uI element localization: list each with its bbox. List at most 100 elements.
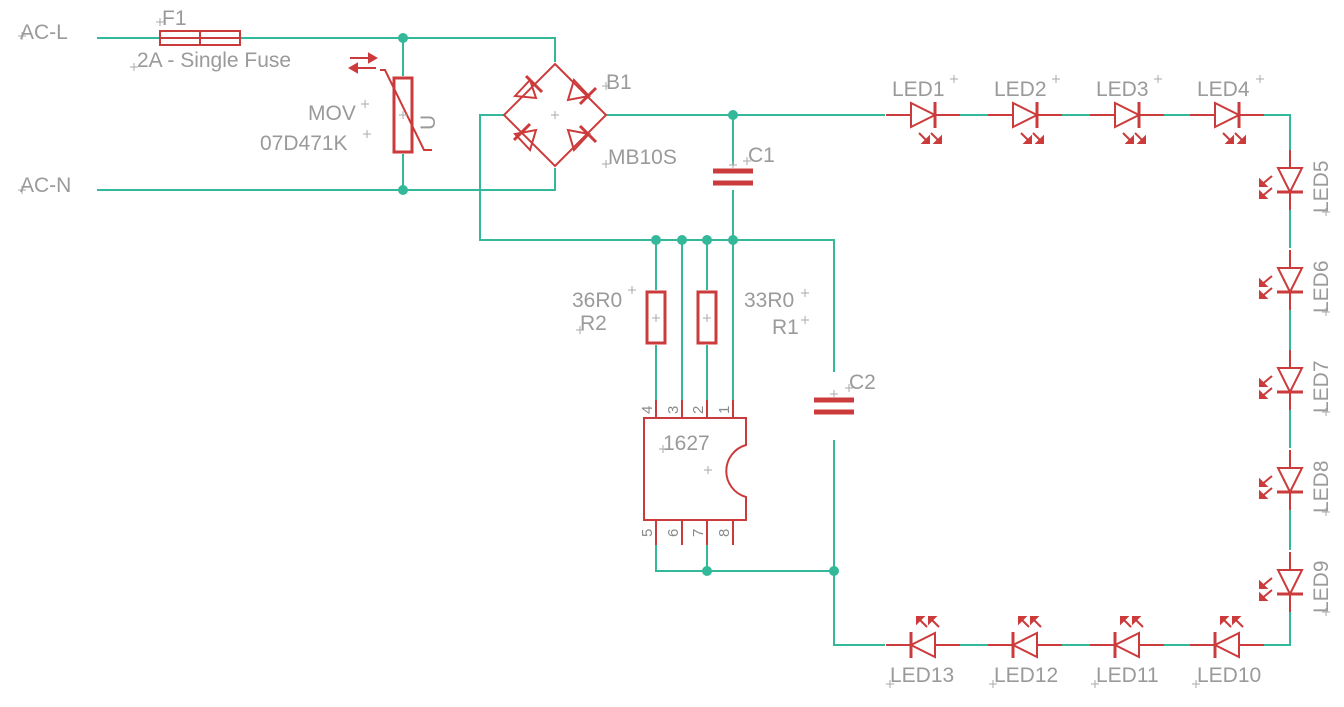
varistor-slash bbox=[380, 69, 432, 151]
led-3 bbox=[1088, 100, 1166, 145]
led-label: LED11 bbox=[1096, 664, 1159, 687]
led-1 bbox=[884, 100, 962, 145]
ic-pin-number: 6 bbox=[665, 529, 682, 537]
junction-dot bbox=[677, 235, 687, 245]
led-label: LED5 bbox=[1310, 160, 1333, 213]
ic-pin-number: 7 bbox=[690, 529, 707, 537]
ic-1627: 4 3 2 1 5 6 7 8 1627 bbox=[639, 400, 747, 545]
diode-bar bbox=[524, 74, 544, 94]
wires bbox=[97, 37, 1291, 646]
mov-value: 07D471K bbox=[260, 132, 348, 155]
bridge-diode bbox=[566, 124, 598, 152]
junction-dot bbox=[398, 185, 408, 195]
bridge-diode bbox=[512, 122, 538, 152]
wire-led4-led5 bbox=[1264, 114, 1291, 152]
net-label-ac-n-text: AC-N bbox=[20, 174, 71, 197]
c1-name: C1 bbox=[748, 144, 775, 167]
ic-pin-number: 1 bbox=[716, 406, 733, 414]
junction-dot bbox=[702, 566, 712, 576]
capacitor-c2: C2 bbox=[814, 371, 876, 415]
ic-name: 1627 bbox=[663, 432, 710, 455]
led-11 bbox=[1088, 615, 1166, 660]
resistor-body bbox=[696, 290, 718, 345]
fuse-f1: F1 2A - Single Fuse bbox=[130, 7, 291, 72]
resistor-r1: 33R0 R1 bbox=[696, 289, 809, 345]
junction-dot bbox=[398, 33, 408, 43]
diode-triangle bbox=[513, 128, 538, 152]
wire-ac-n-to-bridge bbox=[97, 168, 556, 191]
c2-name: C2 bbox=[849, 371, 876, 394]
junction-dot bbox=[702, 235, 712, 245]
wire-bridge-minus-bus bbox=[479, 114, 835, 372]
net-label-ac-l: AC-L bbox=[18, 21, 68, 44]
resistor-body bbox=[645, 290, 667, 345]
diode-bar bbox=[578, 86, 598, 106]
led-label: LED12 bbox=[994, 664, 1058, 687]
led-6 bbox=[1258, 248, 1305, 312]
ic-pin-number: 8 bbox=[716, 529, 733, 537]
capacitor-c1: C1 bbox=[713, 144, 775, 186]
bridge-name: B1 bbox=[606, 71, 632, 94]
junction-dot bbox=[651, 235, 661, 245]
net-label-ac-n: AC-N bbox=[18, 174, 71, 197]
led-10 bbox=[1188, 615, 1266, 660]
bridge-rectifier-b1: B1 MB10S bbox=[502, 62, 677, 169]
ic-pin-number: 3 bbox=[665, 406, 682, 414]
led-label: LED8 bbox=[1310, 460, 1333, 513]
led-5 bbox=[1258, 148, 1305, 212]
led-label: LED4 bbox=[1197, 78, 1250, 101]
fuse-name: F1 bbox=[162, 7, 187, 30]
led-label: LED3 bbox=[1096, 78, 1149, 101]
varistor-mov: U MOV 07D471K bbox=[260, 69, 440, 155]
wire-led13-c2 bbox=[833, 440, 885, 646]
ic-body bbox=[643, 417, 747, 521]
led-label: LED9 bbox=[1310, 560, 1333, 613]
junction-dot bbox=[728, 110, 738, 120]
junction-dot bbox=[829, 566, 839, 576]
mov-name: MOV bbox=[308, 102, 356, 125]
junction-dot bbox=[728, 235, 738, 245]
led-7 bbox=[1258, 348, 1305, 412]
diode-triangle bbox=[566, 128, 591, 152]
led-8 bbox=[1258, 448, 1305, 512]
bridge-value: MB10S bbox=[608, 146, 677, 169]
diode-bar bbox=[578, 124, 598, 144]
wire-ac-l-to-bridge bbox=[240, 37, 556, 62]
junctions bbox=[398, 33, 839, 576]
led-12 bbox=[986, 615, 1064, 660]
led-4 bbox=[1188, 100, 1266, 145]
arrow-head bbox=[368, 52, 379, 64]
net-label-ac-l-text: AC-L bbox=[20, 21, 68, 44]
led-label: LED6 bbox=[1310, 260, 1333, 313]
r2-name: R2 bbox=[580, 312, 607, 335]
arrow-head bbox=[347, 62, 358, 74]
led-2 bbox=[986, 100, 1064, 145]
wire-led9-led10 bbox=[1264, 612, 1291, 646]
bridge-outline bbox=[502, 62, 608, 168]
ic-pin-number: 2 bbox=[690, 406, 707, 414]
led-13 bbox=[884, 615, 962, 660]
fuse-value: 2A - Single Fuse bbox=[137, 49, 291, 72]
diode-triangle bbox=[512, 78, 538, 100]
resistor-r2: 36R0 R2 bbox=[572, 286, 667, 345]
led-label: LED10 bbox=[1197, 664, 1261, 687]
diode-bar bbox=[512, 122, 532, 142]
led-label: LED7 bbox=[1310, 360, 1333, 413]
wire-ic-bottom-bus bbox=[655, 545, 834, 572]
bridge-diode bbox=[512, 74, 544, 100]
led-label: LED2 bbox=[994, 78, 1047, 101]
r1-name: R1 bbox=[772, 316, 799, 339]
ic-pin-number: 4 bbox=[639, 406, 656, 414]
double-arrow-icon bbox=[347, 52, 379, 74]
diode-triangle bbox=[566, 78, 591, 102]
led-label: LED13 bbox=[890, 664, 954, 687]
r1-value: 33R0 bbox=[744, 289, 794, 312]
r2-value: 36R0 bbox=[572, 289, 622, 312]
varistor-body bbox=[392, 76, 414, 154]
bridge-diode bbox=[566, 78, 598, 106]
led-9 bbox=[1258, 550, 1305, 614]
led-label: LED1 bbox=[892, 78, 945, 101]
ic-pin-number: 5 bbox=[639, 529, 656, 537]
varistor-marking: U bbox=[417, 115, 440, 130]
